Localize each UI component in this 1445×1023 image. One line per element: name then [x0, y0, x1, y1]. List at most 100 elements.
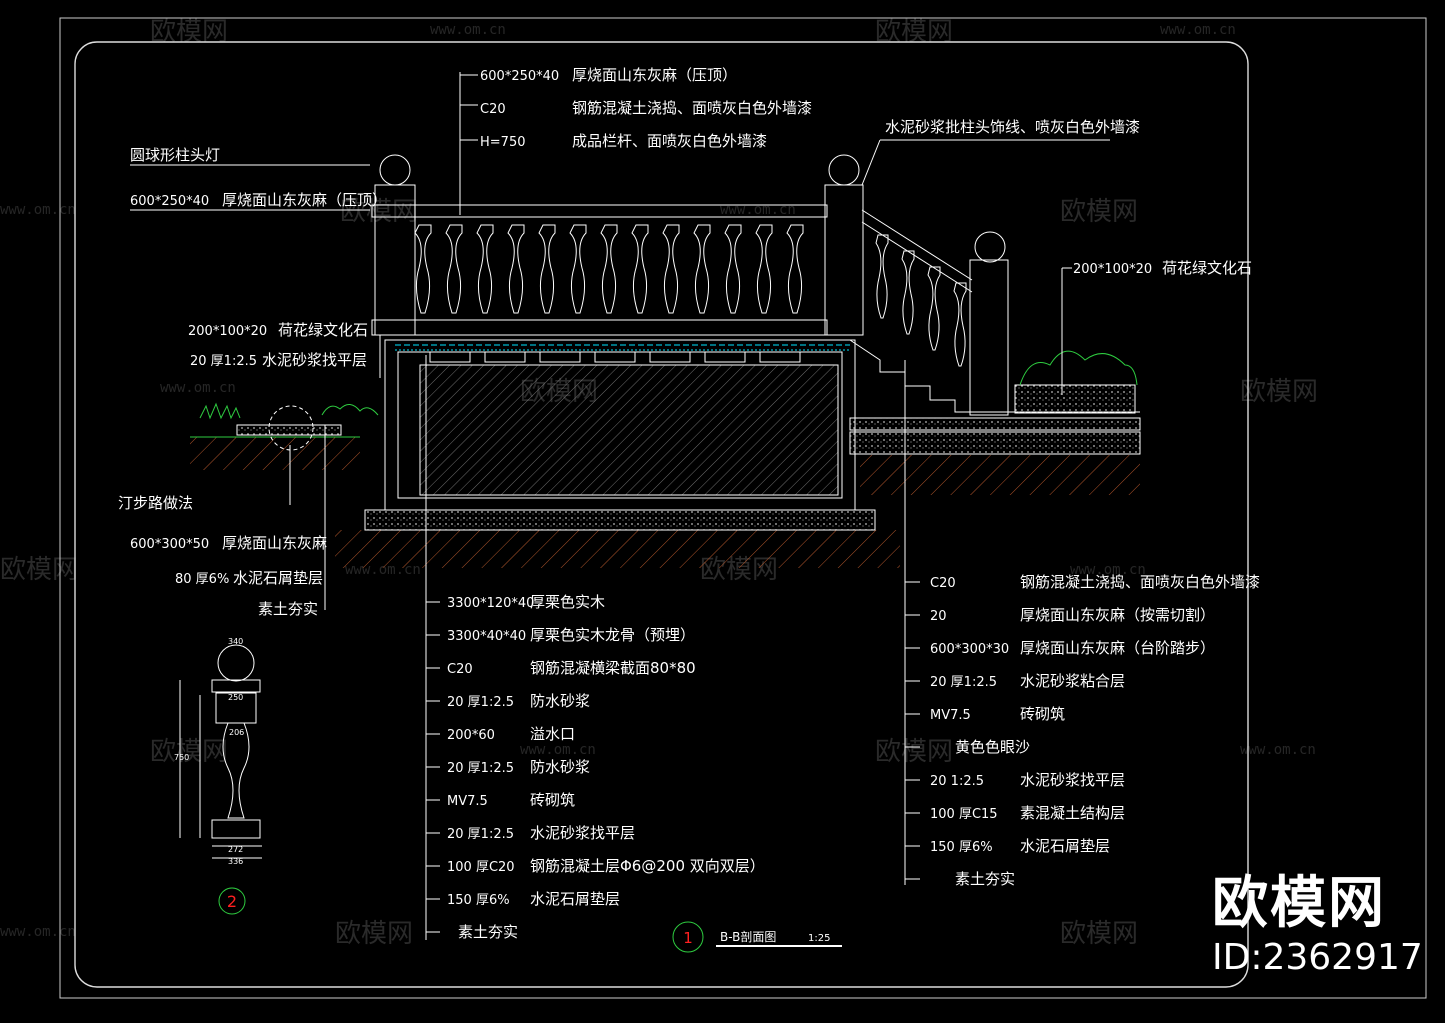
baluster — [476, 224, 494, 314]
watermark-brand: 欧模网 — [1060, 919, 1138, 949]
detail-dimension: 750 — [174, 753, 189, 762]
label-text: 水泥石屑垫层 — [233, 569, 323, 587]
stair-section — [849, 209, 1141, 455]
label-text: 水泥砂浆粘合层 — [1020, 672, 1125, 690]
detail-dimension: 250 — [228, 693, 243, 702]
label-spec: 20 厚1:2.5 — [190, 354, 257, 369]
label-spec: 600*300*50 — [130, 537, 209, 552]
watermark-domain: www.om.cn — [0, 202, 76, 218]
baluster — [693, 224, 711, 314]
balustrade — [371, 154, 864, 336]
watermark-domain: www.om.cn — [160, 380, 236, 396]
detail-dimension: 272 — [228, 845, 243, 854]
baluster — [662, 224, 680, 314]
baluster-group — [414, 224, 967, 367]
label-spec: 100 厚C15 — [930, 807, 998, 822]
label-spec: C20 — [480, 102, 506, 117]
label-text: 荷花绿文化石 — [278, 321, 368, 339]
baluster — [538, 224, 556, 314]
foundation-slab — [364, 509, 876, 531]
baluster — [507, 224, 525, 314]
leader-ticks — [426, 581, 920, 933]
stair-baluster — [875, 234, 889, 319]
watermark-brand: 欧模网 — [0, 555, 78, 585]
label-text: 素土夯实 — [258, 600, 318, 618]
label-text: 水泥砂浆找平层 — [530, 824, 635, 842]
stair-baluster — [927, 266, 941, 351]
label-spec: 200*60 — [447, 728, 495, 743]
watermark-brand: 欧模网 — [875, 737, 953, 767]
label-text: 荷花绿文化石 — [1162, 259, 1252, 277]
label-spec: 600*250*40 — [130, 194, 209, 209]
label-text: 厚烧面山东灰麻（压顶） — [572, 66, 737, 84]
label-spec: 3300*40*40 — [447, 629, 526, 644]
label-text: 素土夯实 — [458, 923, 518, 941]
pool-section — [384, 339, 856, 511]
label-text: 水泥砂浆找平层 — [1020, 771, 1125, 789]
baluster — [755, 224, 773, 314]
detail-number: 2 — [227, 892, 237, 911]
label-spec: 100 厚C20 — [447, 860, 515, 875]
baluster — [569, 224, 587, 314]
label-spec: 20 1:2.5 — [930, 774, 984, 789]
deck-joists — [429, 351, 801, 363]
watermark-domain: www.om.cn — [1160, 22, 1236, 38]
label-text: 厚烧面山东灰麻（按需切割） — [1020, 606, 1215, 624]
label-text: 厚烧面山东灰麻 — [222, 534, 327, 552]
label-text: 防水砂浆 — [530, 758, 590, 776]
label-spec: 600*250*40 — [480, 69, 559, 84]
label-spec: H=750 — [480, 135, 525, 150]
baluster — [445, 224, 463, 314]
detail-number-bubble — [218, 887, 246, 915]
label-text: 水泥石屑垫层 — [1020, 837, 1110, 855]
label-text: 水泥石屑垫层 — [530, 890, 620, 908]
label-spec: C20 — [447, 662, 473, 677]
label-spec: 150 厚6% — [447, 893, 510, 908]
label-spec: 200*100*20 — [1073, 262, 1152, 277]
label-text: 素混凝土结构层 — [1020, 804, 1125, 822]
label-text: 厚栗色实木龙骨（预埋） — [530, 626, 695, 644]
watermark-domain: www.om.cn — [1240, 742, 1316, 758]
label-spec: 3300*120*40 — [447, 596, 534, 611]
label-text: 黄色色眼沙 — [955, 738, 1030, 756]
label-spec: 150 厚6% — [930, 840, 993, 855]
label-spec: 20 — [930, 609, 947, 624]
ground-soil — [190, 437, 1140, 568]
baluster — [786, 224, 804, 314]
watermark-domain: www.om.cn — [1070, 562, 1146, 578]
label-text: 水泥砂浆找平层 — [262, 351, 367, 369]
label-spec: MV7.5 — [930, 708, 971, 723]
label-text: 溢水口 — [530, 725, 575, 743]
brand-id: ID:2362917 — [1212, 937, 1423, 978]
label-text: 成品栏杆、面喷灰白色外墙漆 — [572, 132, 767, 150]
section-scale: 1:25 — [808, 933, 830, 944]
watermark-domain: www.om.cn — [520, 742, 596, 758]
label-spec: 20 厚1:2.5 — [930, 675, 997, 690]
detail-baluster-elevation — [179, 644, 262, 859]
label-spec: 200*100*20 — [188, 324, 267, 339]
label-text: 圆球形柱头灯 — [130, 146, 220, 164]
outer-frame — [59, 17, 1427, 999]
label-spec: 20 厚1:2.5 — [447, 695, 514, 710]
label-text: 钢筋混凝土浇捣、面喷灰白色外墙漆 — [572, 99, 812, 117]
watermark-brand: 欧模网 — [340, 197, 418, 227]
label-text: 厚烧面山东灰麻（压顶） — [222, 191, 387, 209]
brand-name: 欧模网 — [1212, 871, 1386, 936]
baluster — [631, 224, 649, 314]
watermark-domain: www.om.cn — [720, 202, 796, 218]
label-text: 厚烧面山东灰麻（台阶踏步） — [1020, 639, 1215, 657]
label-text: 水泥砂浆批柱头饰线、喷灰白色外墙漆 — [885, 118, 1140, 136]
label-text: 厚栗色实木 — [530, 593, 605, 611]
label-spec: MV7.5 — [447, 794, 488, 809]
label-spec: 20 厚1:2.5 — [447, 761, 514, 776]
watermark-brand: 欧模网 — [335, 919, 413, 949]
watermark-brand: 欧模网 — [1060, 197, 1138, 227]
detail-dimension: 206 — [229, 728, 244, 737]
label-text: 钢筋混凝土浇捣、面喷灰白色外墙漆 — [1020, 573, 1260, 591]
label-text: 钢筋混凝土层Φ6@200 双向双层） — [530, 857, 765, 875]
label-text: 钢筋混凝横梁截面80*80 — [530, 659, 696, 677]
watermark-brand: 欧模网 — [1240, 377, 1318, 407]
annotation-labels: 600*250*40 厚烧面山东灰麻（压顶） C20 钢筋混凝土浇捣、面喷灰白色外墙漆… — [118, 66, 1260, 941]
